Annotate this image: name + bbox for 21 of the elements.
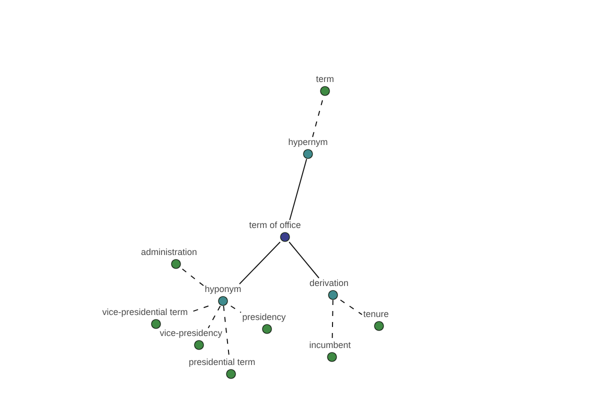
node-label: vice-presidency [158, 328, 224, 338]
node-label: incumbent [308, 340, 352, 350]
dashed-connector-line [208, 306, 221, 328]
connector-line [289, 158, 308, 220]
node-label: tenure [362, 309, 390, 319]
node-label: term [315, 74, 335, 84]
node-label: hyponym [204, 284, 242, 294]
node-label: presidency [241, 312, 287, 322]
node-label: administration [140, 247, 198, 257]
connector-line [288, 242, 320, 278]
dashed-connector-line [340, 300, 362, 316]
connector-line [238, 242, 281, 284]
dashed-connector-line [230, 306, 242, 313]
dashed-connector-line [223, 306, 230, 358]
node-label: hypernym [287, 137, 329, 147]
node-label: vice-presidential term [101, 307, 189, 317]
dashed-connector-line [182, 268, 204, 286]
node-label: presidential term [188, 357, 256, 367]
node-label: derivation [308, 278, 350, 288]
dashed-connector-line [332, 300, 334, 340]
node-label: term of office [248, 220, 302, 230]
